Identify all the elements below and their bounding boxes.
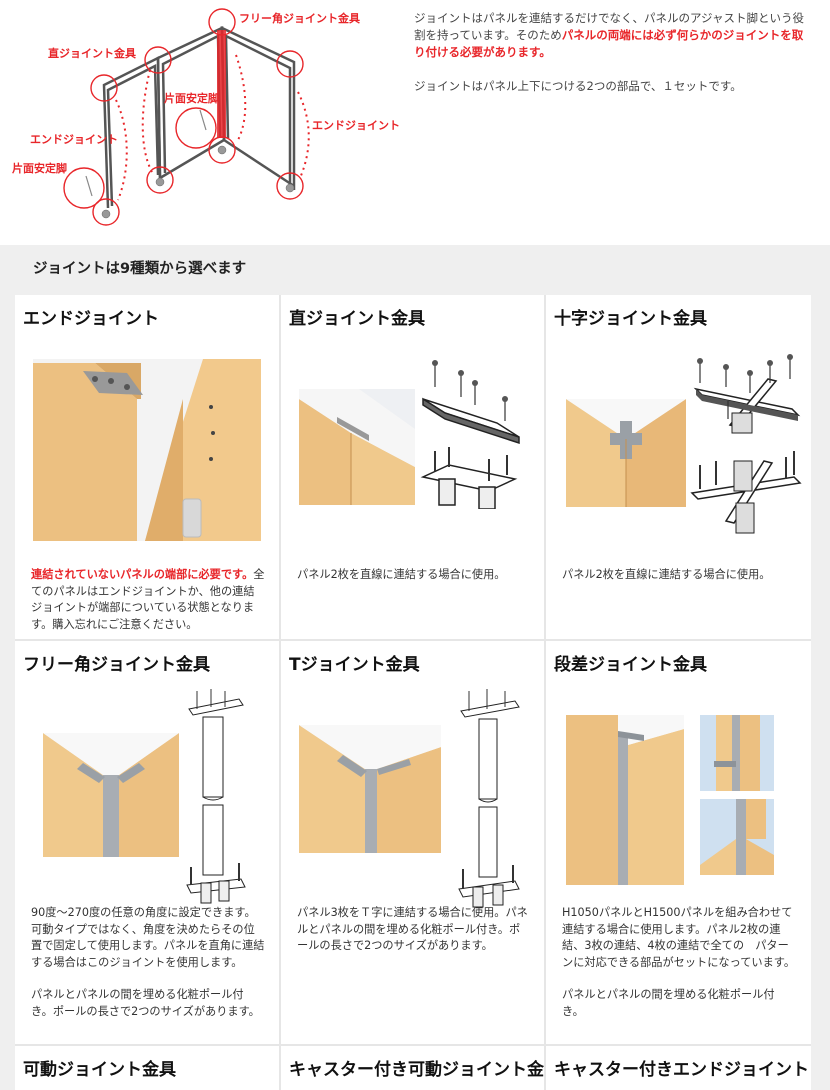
- joint-card-end: エンドジョイント 連結されていないパネルの端部に必要です。全てのパネルはエンドジ…: [15, 295, 279, 639]
- joint-desc-text: 90度～270度の任意の角度に設定できます。可動タイプではなく、角度を決めたらそ…: [31, 906, 265, 969]
- intro-line2: ジョイントはパネル上下につける2つの部品で、１セットです。: [414, 79, 742, 93]
- joint-title: 十字ジョイント金具: [554, 309, 707, 329]
- joint-title: 可動ジョイント金具: [23, 1060, 176, 1080]
- joint-card-cross: 十字ジョイント金具: [546, 295, 811, 639]
- top-diagram-area: フリー角ジョイント金具 直ジョイント金具 片面安定脚 エンドジョイント エンドジ…: [0, 0, 830, 245]
- joint-title: 段差ジョイント金具: [554, 655, 707, 675]
- joint-title: フリー角ジョイント金具: [23, 655, 210, 675]
- joint-description: パネル3枚をＴ字に連結する場合に使用。パネルとパネルの間を埋める化粧ポール付き。…: [297, 906, 528, 952]
- joint-card-movable: 可動ジョイント金具: [15, 1046, 279, 1090]
- joint-description: 90度～270度の任意の角度に設定できます。可動タイプではなく、角度を決めたらそ…: [31, 905, 265, 1020]
- free-angle-photo: [43, 733, 179, 857]
- joint-description: H1050パネルとH1500パネルを組み合わせて連結する場合に使用します。パネル…: [562, 905, 796, 1020]
- joint-card-t: Tジョイント金具 パネル3枚をＴ字に連結する場合に使用。パネルとパネルの間を埋め…: [281, 641, 544, 1044]
- label-straight: 直ジョイント金具: [48, 47, 136, 60]
- joint-title: Tジョイント金具: [289, 655, 420, 675]
- free-angle-parts: [186, 689, 246, 904]
- label-one-side-leg-left: 片面安定脚: [12, 162, 67, 175]
- step-joint-photo: [566, 715, 684, 885]
- joint-title: エンドジョイント: [23, 309, 159, 329]
- joint-card-straight: 直ジョイント金具: [281, 295, 544, 639]
- joint-card-step: 段差ジョイント金具 H1050パネルとH1500パネルを組み合わせて連結する場合…: [546, 641, 811, 1044]
- straight-joint-photo: [299, 389, 415, 505]
- t-joint-parts: [458, 689, 520, 908]
- joint-card-caster-end: キャスター付きエンドジョイント: [546, 1046, 811, 1090]
- t-joint-photo: [299, 725, 441, 853]
- joint-desc-red: 連結されていないパネルの端部に必要です。: [31, 568, 254, 581]
- joint-desc-text: 全てのパネルはエンドジョイントか、他の連結ジョイントが端部についている状態となり…: [31, 568, 265, 631]
- joint-title: キャスター付き可動ジョイント金具: [289, 1060, 544, 1080]
- joint-description: 連結されていないパネルの端部に必要です。全てのパネルはエンドジョイントか、他の連…: [31, 567, 265, 633]
- intro-text: ジョイントはパネルを連結するだけでなく、パネルのアジャスト脚という役割を持ってい…: [414, 10, 814, 95]
- end-joint-photo: [33, 359, 261, 541]
- section-title: ジョイントは9種類から選べます: [33, 261, 247, 277]
- label-end-joint-left: エンドジョイント: [30, 133, 118, 146]
- cross-joint-photo: [566, 399, 686, 507]
- joint-desc-text-2: パネルとパネルの間を埋める化粧ポール付き。ポールの長さで2つのサイズがあります。: [31, 988, 260, 1018]
- joint-card-caster-movable: キャスター付き可動ジョイント金具: [281, 1046, 544, 1090]
- step-joint-detail-top: [700, 715, 774, 791]
- label-one-side-leg-center: 片面安定脚: [164, 92, 219, 105]
- step-joint-detail-bottom: [700, 799, 774, 875]
- joint-description: パネル2枚を直線に連結する場合に使用。: [562, 568, 771, 581]
- joint-card-free-angle: フリー角ジョイント金具 90度～270度の任意の角度に設定できます。可動タイプで…: [15, 641, 279, 1044]
- straight-joint-parts: [420, 360, 520, 509]
- label-end-joint-right: エンドジョイント: [312, 119, 400, 132]
- joint-title: 直ジョイント金具: [289, 309, 425, 329]
- joint-title: キャスター付きエンドジョイント: [554, 1060, 809, 1080]
- joint-desc-text-2: パネルとパネルの間を埋める化粧ポール付き。: [562, 988, 775, 1018]
- joint-grid: エンドジョイント 連結されていないパネルの端部に必要です。全てのパネルはエンドジ…: [15, 295, 811, 1090]
- cross-joint-parts: [690, 354, 802, 534]
- panel-layout-diagram: [63, 8, 310, 226]
- label-free-angle: フリー角ジョイント金具: [239, 12, 360, 25]
- joint-desc-text: H1050パネルとH1500パネルを組み合わせて連結する場合に使用します。パネル…: [562, 906, 796, 969]
- joint-description: パネル2枚を直線に連結する場合に使用。: [297, 568, 506, 581]
- intro-line1: ジョイントはパネルを連結するだけでなく、パネルのアジャスト脚という役割を持ってい…: [414, 11, 804, 42]
- intro-line1-red: パネルの両端には必ず何らかのジョイントを取り付ける必要があります。: [414, 28, 804, 59]
